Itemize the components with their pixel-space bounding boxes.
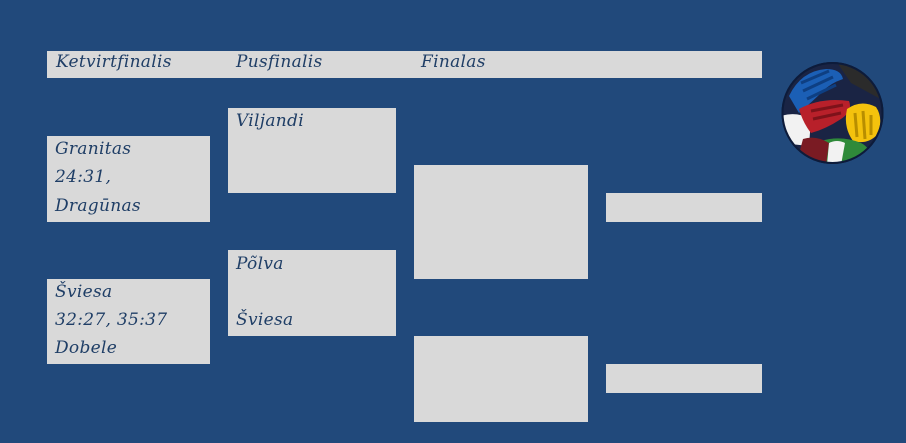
team-name: Granitas [55,139,132,159]
header-semifinals: Pusfinalis [236,52,323,72]
champion-slot[interactable] [606,193,762,222]
team-name: Viljandi [236,111,304,131]
team-name: Šviesa [236,310,294,330]
team-name: Põlva [236,254,284,274]
header-finals: Finalas [421,52,486,72]
match-score: 24:31, [55,167,112,187]
semifinal-match-2[interactable]: Põlva Šviesa [228,250,396,336]
header-quarterfinals: Ketvirtfinalis [56,52,172,72]
third-place-match[interactable] [414,336,588,422]
third-place-slot[interactable] [606,364,762,393]
handshake-ball-icon [781,62,884,164]
team-name: Šviesa [55,282,113,302]
final-match[interactable] [414,165,588,279]
team-name: Dobele [55,338,118,358]
quarterfinal-match-1[interactable]: Granitas 24:31, Dragūnas [47,136,210,222]
team-name: Dragūnas [55,196,141,216]
semifinal-match-1[interactable]: Viljandi [228,108,396,193]
match-score: 32:27, 35:37 [55,310,168,330]
round-header-bar [47,51,762,78]
quarterfinal-match-2[interactable]: Šviesa 32:27, 35:37 Dobele [47,279,210,364]
